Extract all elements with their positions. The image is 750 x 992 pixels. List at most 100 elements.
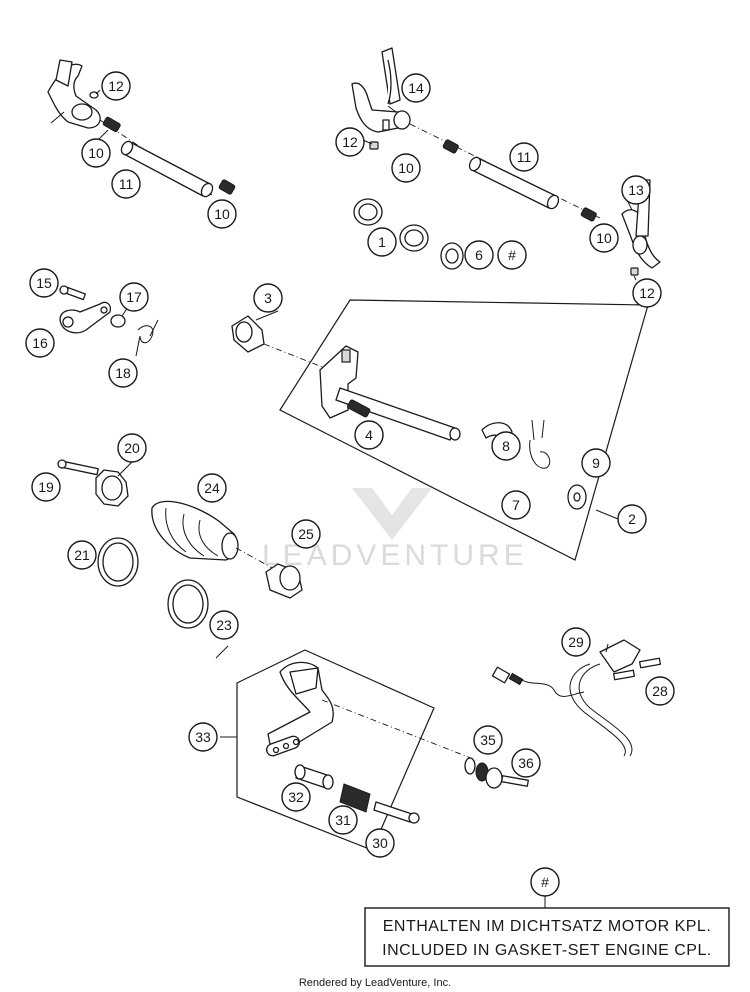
callout-10: 10 — [589, 223, 619, 253]
callout-label: 36 — [518, 755, 534, 771]
callout-label: 28 — [652, 683, 668, 699]
washer-35 — [464, 757, 476, 775]
callout-label: 23 — [216, 617, 232, 633]
callout-11: 11 — [111, 169, 141, 199]
shift-lever-frame — [236, 649, 435, 851]
callout-circle — [197, 473, 227, 503]
bearing-21 — [97, 537, 139, 587]
callout-label: 31 — [335, 812, 351, 828]
callout-21: 21 — [67, 540, 97, 570]
watermark-logo-icon — [352, 488, 432, 540]
callout-label: 12 — [108, 78, 124, 94]
callout-7: 7 — [501, 490, 531, 520]
callout-label: 10 — [398, 160, 414, 176]
callout-circle — [291, 519, 321, 549]
callout-label: 8 — [502, 438, 510, 454]
needle-bearing-1a — [353, 198, 383, 226]
callout-label: 1 — [378, 234, 386, 250]
frame-shift-lever-group — [220, 649, 435, 851]
callout-circle — [464, 240, 494, 270]
spring-10a — [102, 116, 121, 133]
callout-circle — [354, 420, 384, 450]
callout-label: 11 — [517, 149, 532, 165]
rubber-31 — [339, 783, 371, 813]
callout-label: 10 — [88, 145, 104, 161]
bearing-23 — [167, 579, 209, 629]
callout-13: 13 — [621, 175, 651, 205]
frame-shift-shaft-group — [279, 299, 649, 561]
seal-ring-6 — [440, 242, 464, 270]
callout-circle — [31, 472, 61, 502]
callout-label: 35 — [480, 732, 496, 748]
bushing-32 — [294, 764, 334, 790]
callout-10: 10 — [391, 153, 421, 183]
callout-36: 36 — [511, 748, 541, 778]
screw-28 — [612, 657, 662, 681]
callout-circle — [401, 73, 431, 103]
screw-15 — [59, 285, 87, 301]
callout-label: 3 — [264, 290, 272, 306]
callout-label: 4 — [365, 427, 373, 443]
shift-shaft — [319, 345, 461, 441]
shift-fork-14 — [351, 47, 411, 133]
callout-circle — [511, 748, 541, 778]
callout-label: 2 — [628, 511, 636, 527]
callout-15: 15 — [29, 268, 59, 298]
callout-circle — [367, 227, 397, 257]
note-symbol: # — [541, 874, 549, 890]
callout-circle — [645, 676, 675, 706]
callout-25: 25 — [291, 519, 321, 549]
callout-17: 17 — [119, 282, 149, 312]
callout-circle — [111, 169, 141, 199]
callout-label: # — [508, 247, 516, 263]
callout-circle — [29, 268, 59, 298]
spring-4 — [347, 399, 371, 418]
callout-label: 10 — [596, 230, 612, 246]
callout-circle — [491, 431, 521, 461]
callout-9: 9 — [581, 448, 611, 478]
callout-circle — [509, 142, 539, 172]
callout-12: 12 — [101, 71, 131, 101]
callout-label: 7 — [512, 497, 520, 513]
callout-12: 12 — [632, 278, 662, 308]
sleeve-17 — [110, 314, 126, 328]
return-spring-7 — [529, 419, 551, 469]
callout-10: 10 — [207, 199, 237, 229]
callout-14: 14 — [401, 73, 431, 103]
callout-label: 32 — [288, 789, 304, 805]
callout-label: 13 — [628, 182, 644, 198]
callout-circle — [632, 278, 662, 308]
callout-circle — [119, 282, 149, 312]
callout-label: 29 — [568, 634, 584, 650]
callout-label: 30 — [372, 835, 388, 851]
callout-circle — [335, 127, 365, 157]
callout-label: 16 — [32, 335, 48, 351]
callout-label: 14 — [408, 80, 424, 96]
callout-circle — [589, 223, 619, 253]
torsion-spring-18 — [135, 319, 159, 357]
callout-circle — [617, 504, 647, 534]
callout-11: 11 — [509, 142, 539, 172]
callout-label: 21 — [74, 547, 90, 563]
callout-circle — [81, 138, 111, 168]
callout-label: 12 — [639, 285, 655, 301]
callout-circle — [67, 540, 97, 570]
callout-label: 9 — [592, 455, 600, 471]
washer-9 — [567, 484, 587, 510]
callout-circle — [117, 433, 147, 463]
callout-circle — [108, 358, 138, 388]
callout-2: 2 — [617, 504, 647, 534]
callout-label: 33 — [195, 729, 211, 745]
callout-3: 3 — [253, 283, 283, 313]
callout-group: 12346#7891010101011111212121314151716181… — [25, 71, 675, 858]
callout-29: 29 — [561, 627, 591, 657]
callout-label: 25 — [298, 526, 314, 542]
callout-8: 8 — [491, 431, 521, 461]
callout-label: 17 — [126, 289, 142, 305]
callout-1: 1 — [367, 227, 397, 257]
callout-circle — [101, 71, 131, 101]
callout-label: 24 — [204, 480, 220, 496]
guide-rod-11a — [120, 140, 214, 198]
callout-circle — [391, 153, 421, 183]
